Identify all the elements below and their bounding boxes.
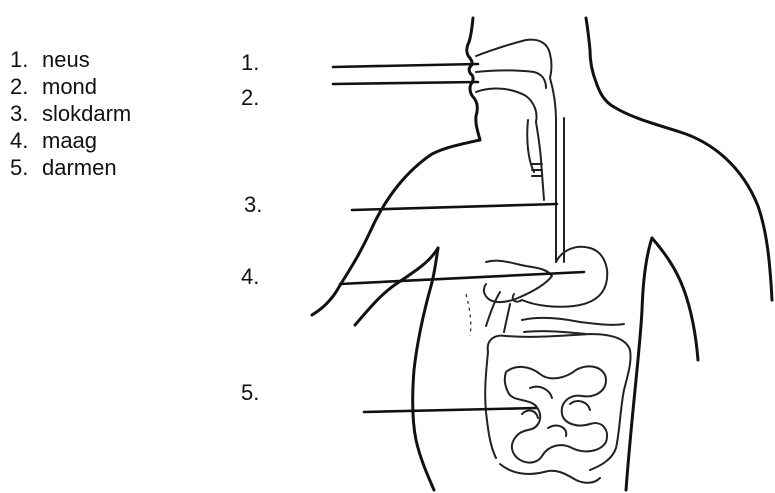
ascending-colon bbox=[485, 352, 496, 458]
esophagus bbox=[536, 122, 544, 200]
pharynx bbox=[550, 78, 556, 262]
pointer-line-5 bbox=[364, 408, 536, 412]
left-shoulder-outline bbox=[312, 140, 480, 315]
liver bbox=[484, 261, 552, 303]
right-shoulder-outline bbox=[614, 107, 772, 300]
head-outline bbox=[467, 18, 480, 140]
pancreas bbox=[522, 318, 624, 334]
gallbladder bbox=[486, 292, 510, 332]
small-intestine bbox=[505, 366, 607, 462]
palate bbox=[476, 71, 546, 89]
pointer-line-2 bbox=[333, 82, 478, 84]
liver-edge bbox=[466, 294, 471, 336]
small-intestine-loops bbox=[500, 464, 600, 483]
left-arm-inner-outline bbox=[355, 248, 438, 325]
nasal-cavity bbox=[476, 40, 552, 78]
left-torso-outline bbox=[413, 248, 438, 490]
stomach bbox=[513, 247, 608, 307]
neck-back-outline bbox=[586, 18, 614, 107]
pointer-line-1 bbox=[333, 64, 478, 67]
large-intestine bbox=[488, 334, 631, 470]
tongue bbox=[476, 89, 537, 122]
right-arm-inner-outline bbox=[652, 238, 698, 360]
